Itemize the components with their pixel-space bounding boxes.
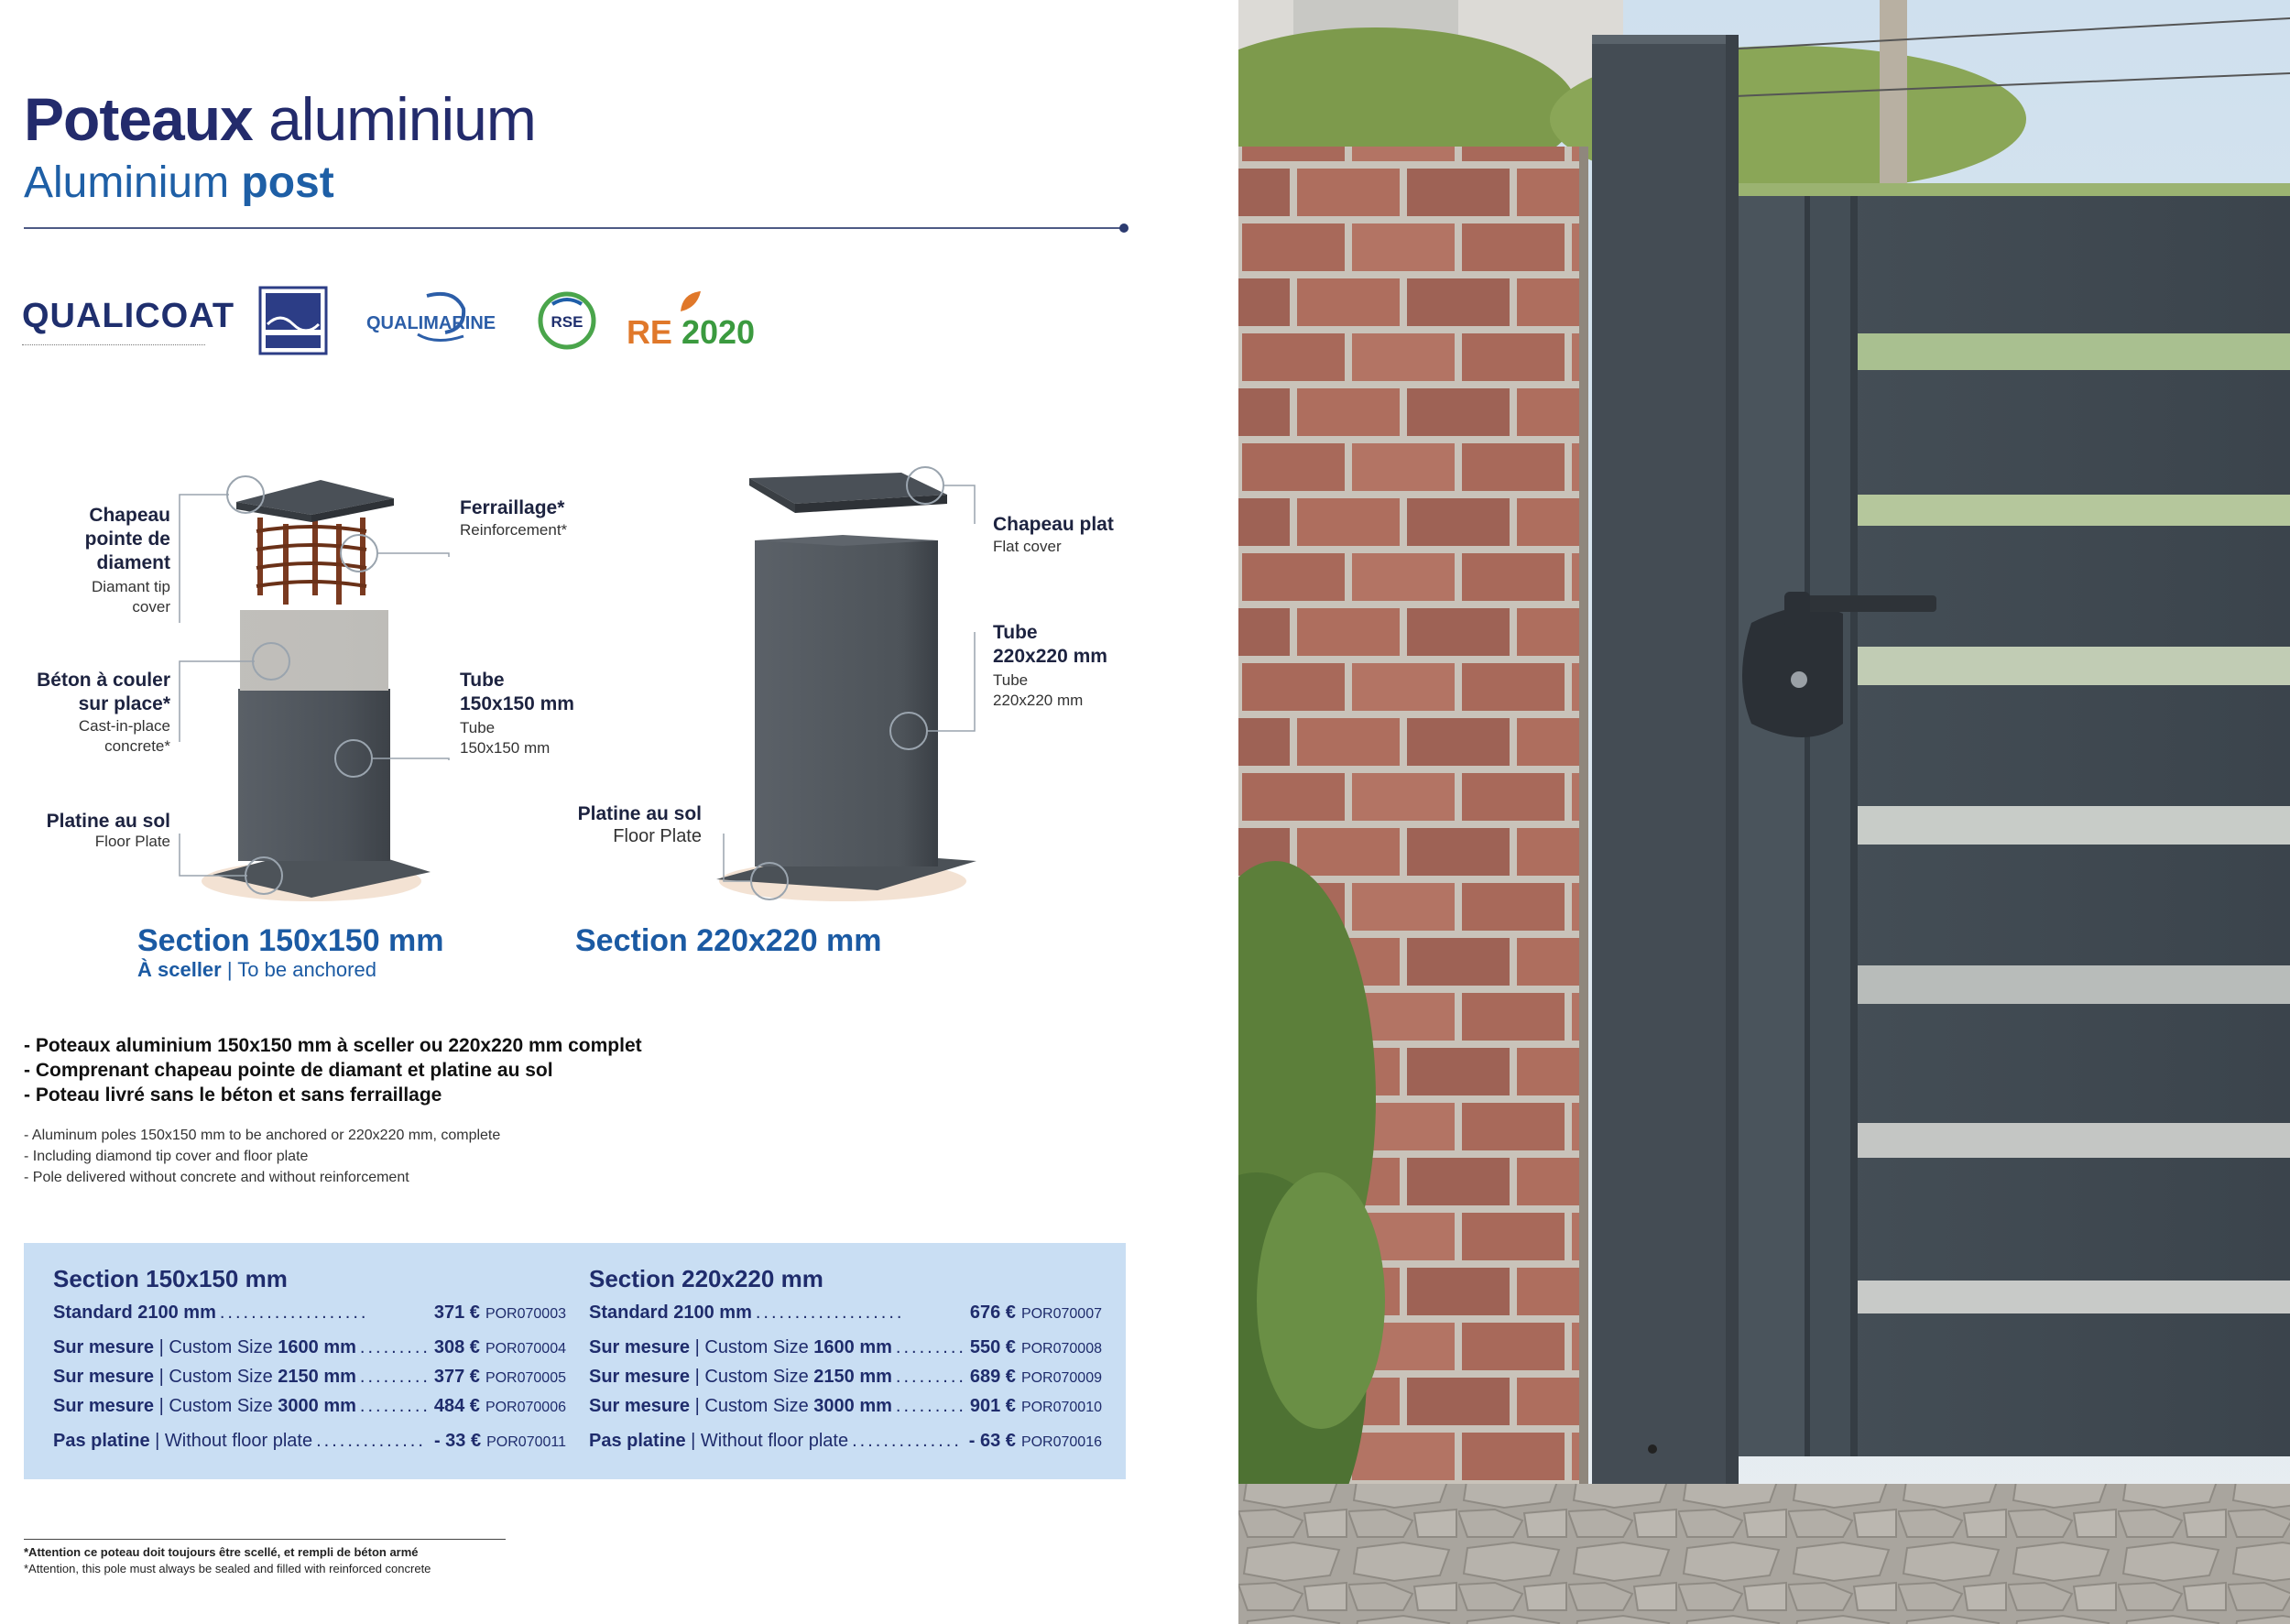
price-row: Sur mesure | Custom Size 1600 mm........… [53,1337,566,1357]
qualimarine-logo: QUALIMARINE [363,275,518,366]
label-flat-cap-en: Flat cover [993,538,1062,555]
label-flat-cap: Chapeau plat [993,514,1114,535]
label-concrete-en: Cast-in-place concrete* [78,717,170,755]
price-row: Standard 2100 mm...................676 €… [589,1302,1102,1323]
price-row: Standard 2100 mm...................371 €… [53,1302,566,1323]
divider-dot [1119,223,1129,233]
price-row: Pas platine | Without floor plate.......… [589,1431,1102,1451]
post-220-illustration [716,466,976,901]
footnote-fr: *Attention ce poteau doit toujours être … [24,1545,419,1559]
price-row: Sur mesure | Custom Size 2150 mm........… [53,1367,566,1387]
price-row: Sur mesure | Custom Size 3000 mm........… [53,1396,566,1416]
label-reinforcement-en: Reinforcement* [460,521,568,539]
page-title-fr: Poteaux aluminium [24,85,537,153]
price-column-220: Section 220x220 mm Standard 2100 mm.....… [589,1265,1102,1460]
brochure-page: Poteaux aluminium Aluminium post QUALICO… [0,85,1238,1575]
qualicoat-logo: QUALICOAT [22,275,234,366]
gate-photo [1238,0,2290,1624]
footnote-en: *Attention, this pole must always be sea… [24,1562,431,1575]
gate-scene-illustration [1238,0,2290,1624]
section-220-heading: Section 220x220 mm [575,923,882,958]
label-floor-plate-220: Platine au sol [577,803,702,824]
title-divider [24,227,1123,229]
label-reinforcement: Ferraillage* [460,497,565,518]
page-title-en: Aluminium post [24,158,334,207]
label-floor-plate-150-en: Floor Plate [94,833,170,850]
label-tube-150-en: Tube 150x150 mm [460,719,551,757]
section-150-subtitle: À sceller | To be anchored [137,958,376,981]
rse-logo: RSE [535,275,599,366]
features-en: - Aluminum poles 150x150 mm to be anchor… [24,1128,501,1185]
label-floor-plate-220-en: Floor Plate [613,826,702,846]
label-concrete: Béton à couler sur place* [37,670,170,714]
svg-text:RSE: RSE [551,313,583,331]
label-tube-220-en: Tube 220x220 mm [993,671,1084,709]
label-diamond-cap: Chapeau pointe de diament [84,505,170,573]
certification-logos: QUALICOAT QUALIMARINE RSE [22,275,755,366]
price-row: Sur mesure | Custom Size 1600 mm........… [589,1337,1102,1357]
footnote-divider [24,1539,506,1540]
seaside-label-icon [253,275,333,366]
price-column-title: Section 220x220 mm [589,1265,823,1292]
label-floor-plate-150: Platine au sol [46,811,170,832]
section-150-heading: Section 150x150 mm [137,923,444,958]
price-column-150: Section 150x150 mm Standard 2100 mm.....… [53,1265,566,1460]
price-table: Section 150x150 mm Standard 2100 mm.....… [24,1243,1126,1479]
post-150-illustration [179,475,450,901]
label-tube-150: Tube 150x150 mm [460,670,574,714]
price-row: Sur mesure | Custom Size 3000 mm........… [589,1396,1102,1416]
price-row: Pas platine | Without floor plate.......… [53,1431,566,1451]
label-diamond-cap-en: Diamant tip cover [92,578,170,616]
post-diagrams: Chapeau pointe de diament Diamant tip co… [0,458,1238,981]
price-row: Sur mesure | Custom Size 2150 mm........… [589,1367,1102,1387]
label-tube-220: Tube 220x220 mm [993,622,1107,667]
features-fr: - Poteaux aluminium 150x150 mm à sceller… [24,1035,642,1106]
post-illustrations [179,466,976,901]
svg-text:QUALIMARINE: QUALIMARINE [366,313,496,333]
re2020-logo: RE 2020 [622,275,759,366]
price-column-title: Section 150x150 mm [53,1265,288,1292]
